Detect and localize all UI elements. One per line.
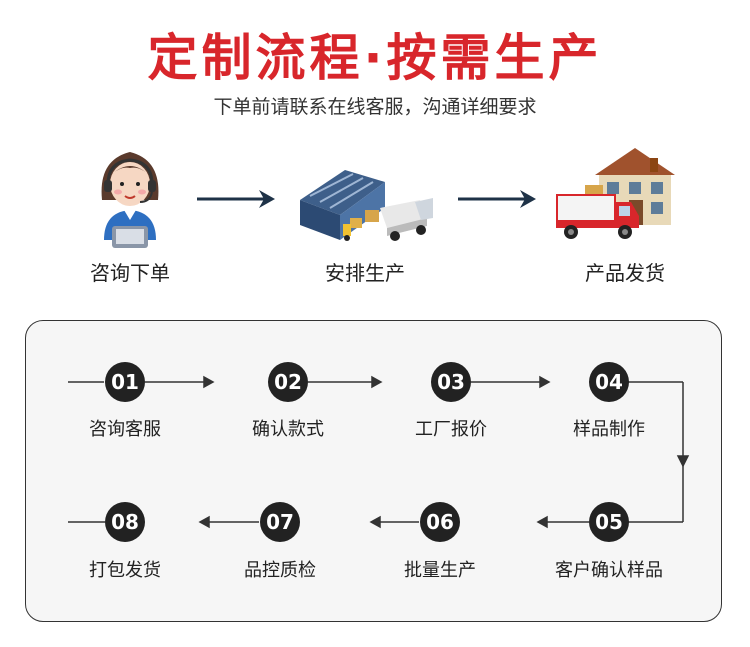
step-label-02: 确认款式 [252,419,324,440]
step-number-01: 01 [105,362,145,402]
flow-label-ship: 产品发货 [585,261,665,285]
step-label-06: 批量生产 [404,560,476,581]
factory-truck-icon [295,160,435,245]
step-label-07: 品控质检 [244,560,316,581]
customer-service-icon [90,140,170,250]
step-number-06: 06 [420,502,460,542]
page-title: 定制流程·按需生产 [147,29,603,87]
page-subtitle: 下单前请联系在线客服，沟通详细要求 [213,96,537,118]
step-label-01: 咨询客服 [89,419,161,440]
step-number-07: 07 [260,502,300,542]
step-label-04: 样品制作 [573,419,645,440]
flow-label-consult: 咨询下单 [90,261,170,285]
delivery-house-icon [555,140,685,245]
step-number-08: 08 [105,502,145,542]
step-number-03: 03 [431,362,471,402]
arrow-right-icon [197,190,275,208]
step-number-02: 02 [268,362,308,402]
step-label-08: 打包发货 [89,560,161,581]
step-number-05: 05 [589,502,629,542]
step-label-03: 工厂报价 [415,419,487,440]
step-label-05: 客户确认样品 [555,560,663,581]
flow-label-produce: 安排生产 [325,261,405,285]
arrow-right-icon [458,190,536,208]
step-number-04: 04 [589,362,629,402]
